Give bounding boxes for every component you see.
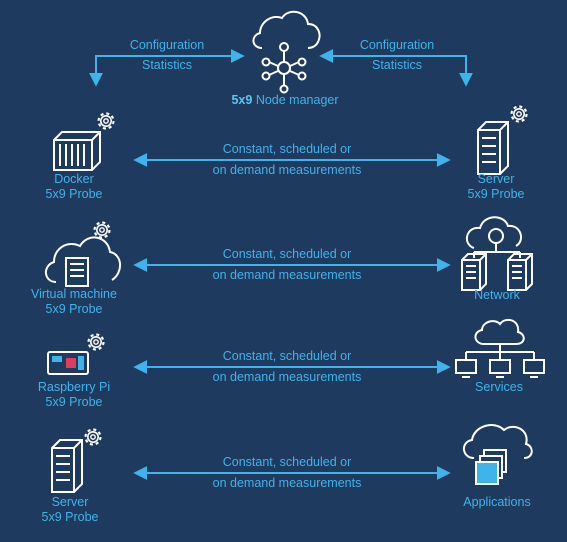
probe-sub: 5x9 Probe (45, 187, 103, 201)
target-title: Server (477, 172, 515, 186)
target-label-server: Server 5x9 Probe (468, 172, 525, 202)
target-title: Network (474, 288, 520, 302)
applications-icon (463, 424, 533, 485)
services-icon (455, 318, 545, 378)
config-right-line1: Configuration (359, 38, 435, 52)
connection-line1: Constant, scheduled or (222, 142, 352, 156)
node-manager-text: Node manager (255, 93, 339, 107)
docker-gear-icon (97, 112, 115, 130)
config-left-line1: Configuration (129, 38, 205, 52)
probe-label-docker: Docker 5x9 Probe (46, 172, 103, 202)
connection-label-3: Constant, scheduled or on demand measure… (213, 347, 362, 387)
vm-gear-icon (93, 221, 111, 239)
cloud-server-icon (45, 236, 121, 287)
probe-title: Raspberry Pi (37, 380, 111, 394)
connection-line2: on demand measurements (212, 370, 362, 384)
target-label-applications: Applications (463, 495, 530, 510)
target-sub: 5x9 Probe (467, 187, 525, 201)
config-arrow-left (89, 49, 245, 87)
raspberry-gear-icon (87, 333, 105, 351)
config-arrow-right (319, 49, 473, 87)
docker-container-icon (53, 131, 101, 171)
server-target-gear-icon (510, 105, 528, 123)
node-manager-label: 5x9 Node manager (231, 93, 338, 107)
node-manager-brand: 5x9 (231, 93, 253, 107)
probe-title: Virtual machine (31, 287, 117, 301)
probe-sub: 5x9 Probe (41, 510, 99, 524)
raspberry-pi-board-icon (47, 351, 89, 375)
probe-title: Docker (54, 172, 94, 186)
connection-label-2: Constant, scheduled or on demand measure… (213, 245, 362, 285)
probe-sub: 5x9 Probe (45, 395, 103, 409)
config-left-line2: Statistics (141, 58, 193, 72)
config-label-right: Configuration Statistics (360, 35, 434, 75)
network-icon (461, 216, 533, 291)
config-label-left: Configuration Statistics (130, 35, 204, 75)
probe-title: Server (51, 495, 89, 509)
target-title: Services (475, 380, 523, 394)
connection-line1: Constant, scheduled or (222, 455, 352, 469)
server-probe-gear-icon (84, 428, 102, 446)
server-probe-icon (51, 439, 83, 493)
target-label-services: Services (475, 380, 523, 395)
probe-label-server: Server 5x9 Probe (42, 495, 99, 525)
connection-line2: on demand measurements (212, 476, 362, 490)
connection-label-1: Constant, scheduled or on demand measure… (213, 140, 362, 180)
target-title: Applications (463, 495, 531, 509)
connection-line2: on demand measurements (212, 163, 362, 177)
node-manager-icon (252, 10, 321, 94)
probe-label-raspberry: Raspberry Pi 5x9 Probe (38, 380, 110, 410)
connection-line1: Constant, scheduled or (222, 349, 352, 363)
target-label-network: Network (474, 288, 520, 303)
connection-label-4: Constant, scheduled or on demand measure… (213, 453, 362, 493)
probe-sub: 5x9 Probe (45, 302, 103, 316)
connection-line2: on demand measurements (212, 268, 362, 282)
config-right-line2: Statistics (371, 58, 423, 72)
probe-label-vm: Virtual machine 5x9 Probe (31, 287, 117, 317)
connection-line1: Constant, scheduled or (222, 247, 352, 261)
server-target-icon (477, 121, 509, 175)
